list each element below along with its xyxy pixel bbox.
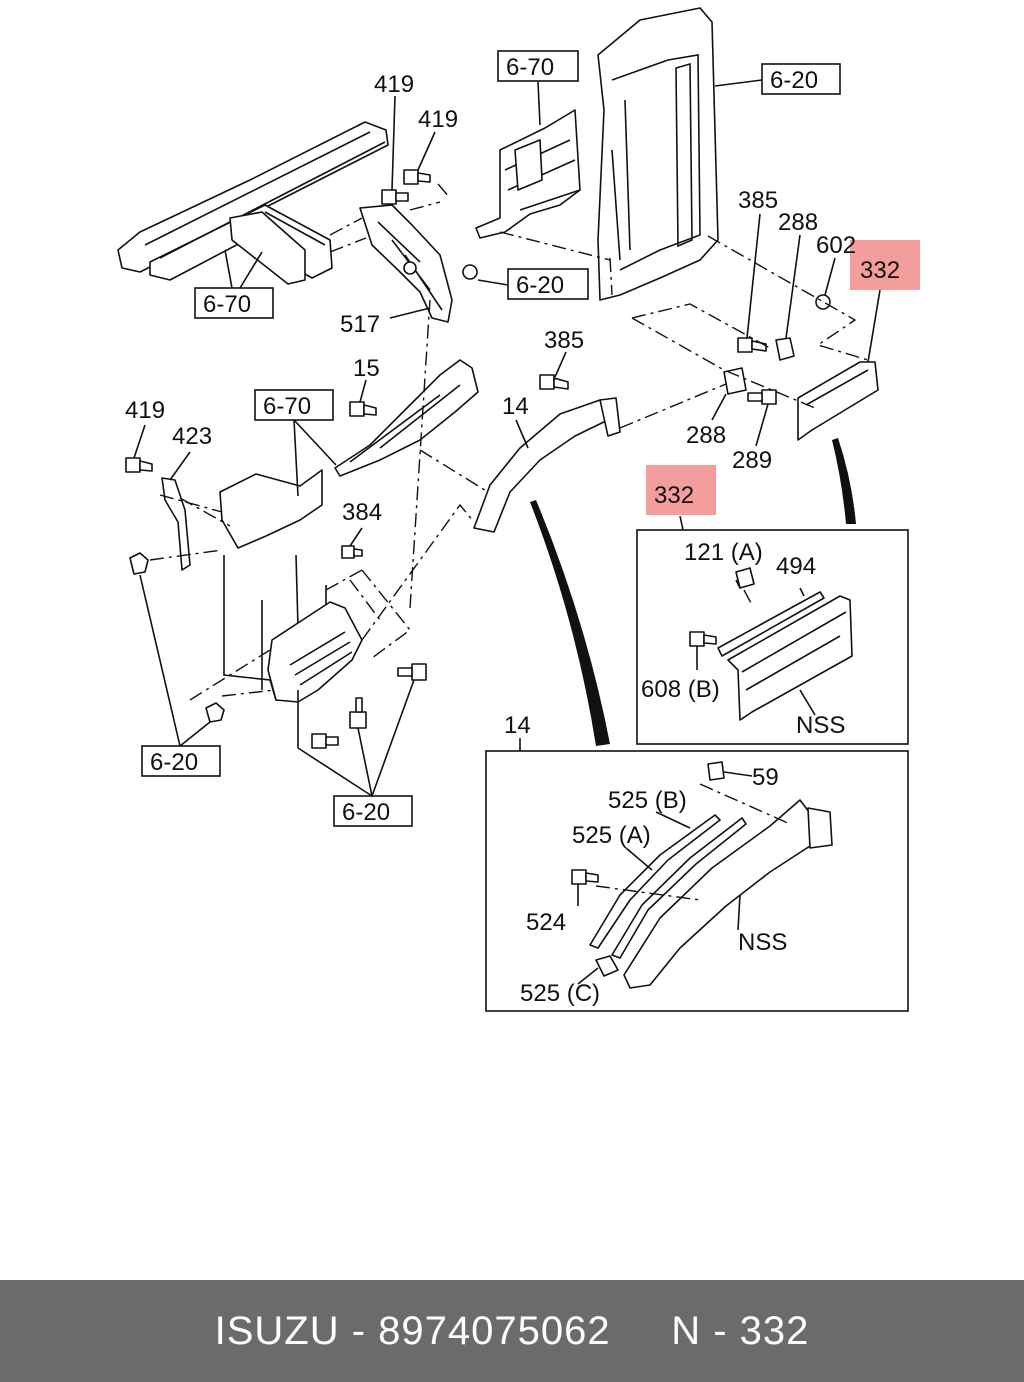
label-6-20-low: 6-20 <box>150 749 198 776</box>
label-14-a: 14 <box>502 393 529 420</box>
label-nss-332: NSS <box>796 712 845 739</box>
label-15: 15 <box>353 355 380 382</box>
label-6-20-top: 6-20 <box>770 67 818 94</box>
highlight-332-inset <box>646 465 716 515</box>
label-517: 517 <box>340 311 380 338</box>
step-plate-part <box>267 601 363 703</box>
bolt-385-a <box>539 374 569 390</box>
clip-288-b <box>723 367 747 395</box>
label-423: 423 <box>172 423 212 450</box>
bolt-6-20-c <box>397 663 427 681</box>
nut-6-20-a <box>129 552 149 575</box>
bolt-289 <box>747 389 777 405</box>
clip-288-a <box>775 337 795 361</box>
label-6-20-mid: 6-20 <box>516 272 564 299</box>
bolt-6-20-e <box>311 733 339 749</box>
inset-box-14 <box>485 750 909 1012</box>
grommet-6-20 <box>462 264 478 280</box>
bolt-384 <box>341 545 363 559</box>
ref-box-6-70-top <box>497 50 579 82</box>
inset-box-332 <box>636 529 909 745</box>
label-14-b: 14 <box>504 712 531 739</box>
label-288-a: 288 <box>778 209 818 236</box>
assembly-lines <box>149 183 869 701</box>
label-524: 524 <box>526 909 566 936</box>
washer-602 <box>815 294 831 310</box>
ref-box-6-20-low <box>141 745 221 777</box>
b-pillar-part <box>597 7 719 301</box>
bolt-385-b <box>737 337 767 353</box>
leader-lines <box>133 79 881 797</box>
label-525b: 525 (B) <box>608 787 687 814</box>
footer-part-number: ISUZU - 8974075062 N - 332 <box>214 1308 810 1353</box>
footer-bar: ISUZU - 8974075062 N - 332 <box>0 1280 1024 1382</box>
label-608b: 608 (B) <box>641 676 720 703</box>
label-6-70-top: 6-70 <box>506 54 554 81</box>
ref-box-6-20-bottom <box>333 795 413 827</box>
label-121a: 121 (A) <box>684 539 763 566</box>
label-288-b: 288 <box>686 422 726 449</box>
label-494: 494 <box>776 553 816 580</box>
parts-diagram: 419 419 6-70 6-20 6-70 6-20 517 385 15 6… <box>117 7 920 1012</box>
nut-6-20-b <box>205 702 225 723</box>
callout-wedge-332 <box>832 438 856 524</box>
bracket-517-part <box>359 204 453 323</box>
ref-box-6-20-top <box>761 63 841 95</box>
inset-332-parts <box>689 567 853 721</box>
label-525a: 525 (A) <box>572 822 651 849</box>
label-59: 59 <box>752 764 779 791</box>
bolt-419-b <box>403 169 431 185</box>
inset-14-parts <box>571 761 833 989</box>
label-332-top: 332 <box>860 257 900 284</box>
frame-rail-part <box>117 121 389 285</box>
label-nss-14: NSS <box>738 929 787 956</box>
bolt-15 <box>349 401 377 417</box>
ref-box-6-20-mid <box>507 268 589 300</box>
bolt-6-20-d <box>349 697 367 729</box>
label-6-70-left: 6-70 <box>203 291 251 318</box>
label-6-20-bottom: 6-20 <box>342 799 390 826</box>
ref-box-6-70-mid <box>254 389 334 421</box>
label-525c: 525 (C) <box>520 980 600 1007</box>
ref-box-6-70-left <box>194 287 274 319</box>
bolt-419-c <box>125 457 153 473</box>
label-332-inset: 332 <box>654 482 694 509</box>
panel-332-part <box>797 361 879 441</box>
wheel-arch-14-part <box>473 397 621 533</box>
label-6-70-mid: 6-70 <box>263 393 311 420</box>
label-group: 419 419 6-70 6-20 6-70 6-20 517 385 15 6… <box>125 54 900 1007</box>
label-385-a: 385 <box>544 327 584 354</box>
pillar-bracket-part <box>475 109 581 239</box>
label-385-b: 385 <box>738 187 778 214</box>
label-602: 602 <box>816 232 856 259</box>
label-289: 289 <box>732 447 772 474</box>
bolt-419-a <box>381 189 409 205</box>
step-bracket-part <box>334 359 479 477</box>
callout-wedge-14 <box>530 500 610 746</box>
highlight-332-top <box>850 240 920 290</box>
label-384: 384 <box>342 499 382 526</box>
label-419-a: 419 <box>374 71 414 98</box>
bracket-423-part <box>161 477 191 571</box>
label-419-b: 419 <box>418 106 458 133</box>
label-419-c: 419 <box>125 397 165 424</box>
